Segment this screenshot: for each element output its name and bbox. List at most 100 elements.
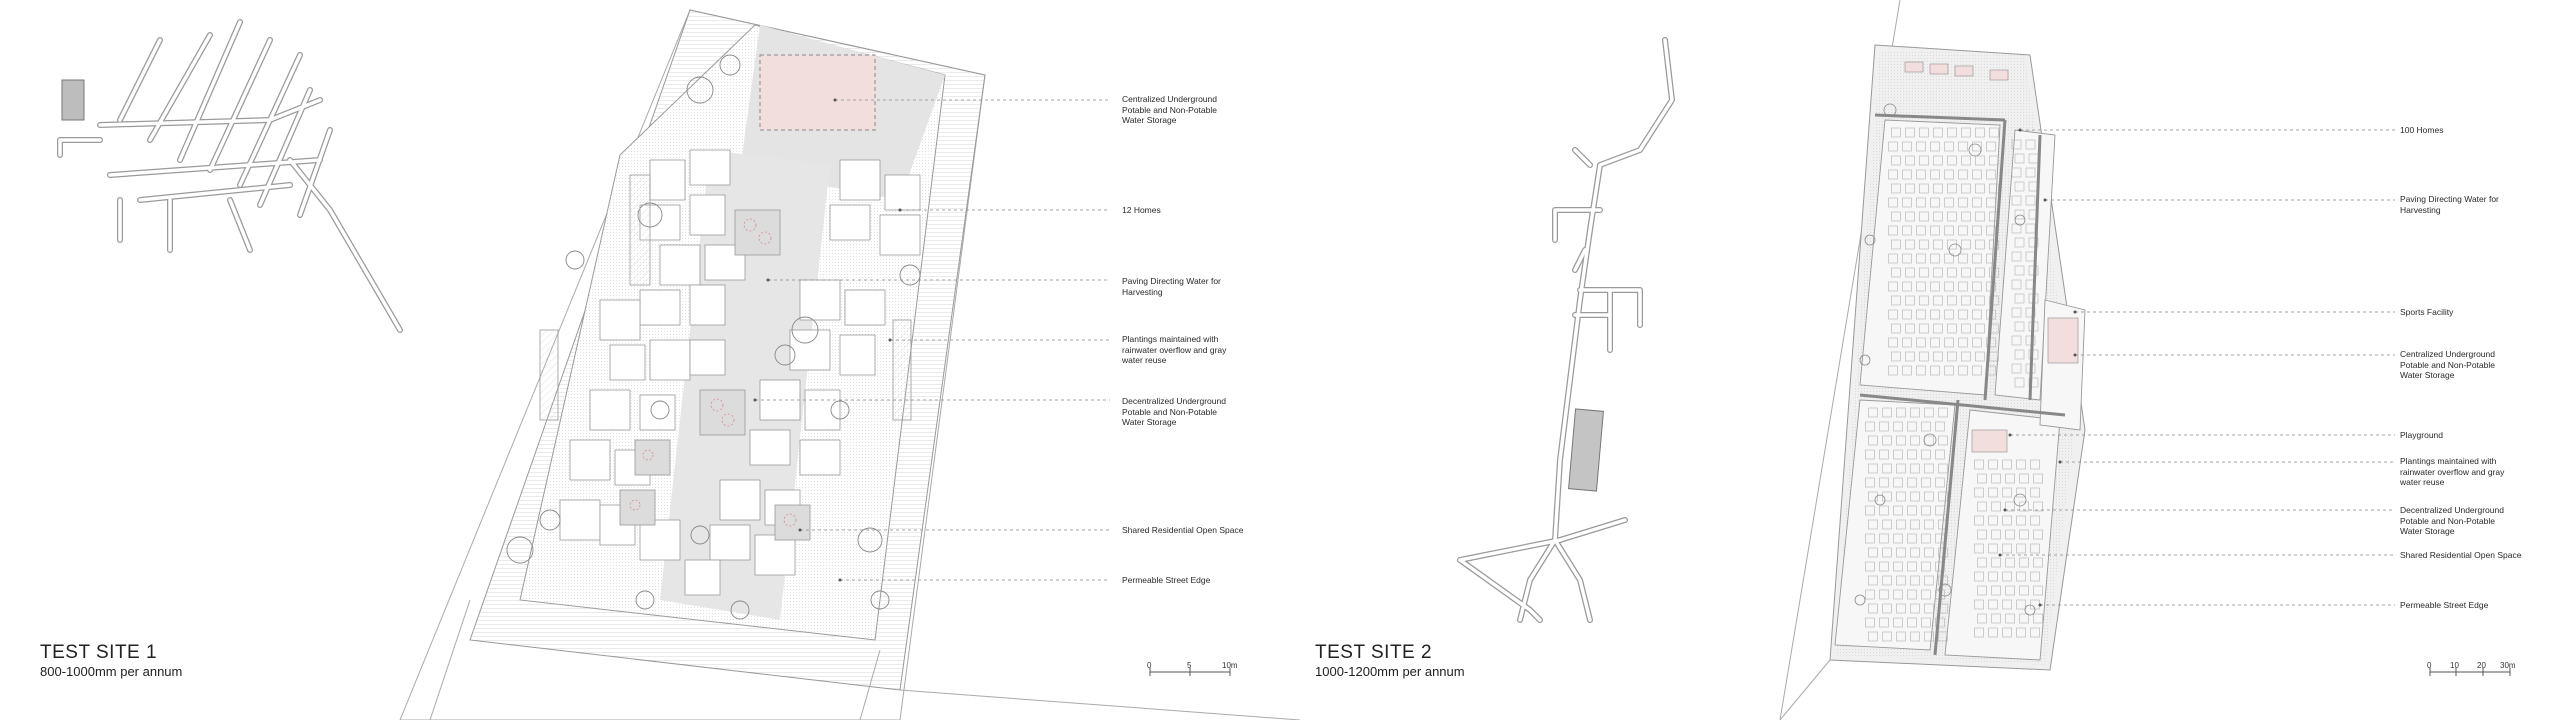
home-unit <box>2011 167 2022 178</box>
home-unit <box>1972 365 1982 376</box>
home-unit <box>1975 155 1985 166</box>
home-unit <box>2019 473 2029 484</box>
site1-leader-lines <box>755 99 1110 581</box>
site2-leader-lines <box>2000 129 2395 606</box>
home-unit <box>2025 167 2036 178</box>
site2-scale-30: 30m <box>2500 661 2516 670</box>
home-unit <box>1896 491 1906 502</box>
home-unit <box>1902 365 1912 376</box>
home-unit <box>1977 529 1987 540</box>
home-unit <box>1930 169 1940 180</box>
home-unit <box>1930 309 1940 320</box>
home-unit <box>1974 599 1984 610</box>
home-unit <box>1865 617 1875 628</box>
home-unit <box>1888 253 1898 264</box>
home-unit <box>1944 197 1954 208</box>
home-unit <box>1896 463 1906 474</box>
home-unit <box>1975 295 1985 306</box>
home-unit <box>2030 543 2040 554</box>
home-unit <box>1905 323 1915 334</box>
home-unit <box>1924 463 1934 474</box>
home-unit <box>1888 365 1898 376</box>
home-unit <box>2025 335 2036 346</box>
home-unit <box>1975 323 1985 334</box>
home-unit <box>1921 477 1931 488</box>
home-unit <box>2002 459 2012 470</box>
home-unit <box>1930 253 1940 264</box>
home-unit <box>1919 295 1929 306</box>
home-unit <box>1902 225 1912 236</box>
home-unit <box>1896 519 1906 530</box>
home-unit <box>1988 487 1998 498</box>
home-unit <box>2028 377 2039 388</box>
home-unit <box>1961 183 1971 194</box>
home-unit <box>2011 251 2022 262</box>
home-unit <box>1907 505 1917 516</box>
site1-label-open-space: Shared Residential Open Space <box>1122 525 1244 535</box>
home-unit <box>2025 139 2036 150</box>
home-unit <box>1933 351 1943 362</box>
home-unit <box>1975 351 1985 362</box>
home-unit <box>2005 529 2015 540</box>
home-unit <box>1947 267 1957 278</box>
home-unit <box>1896 547 1906 558</box>
home-unit <box>1975 183 1985 194</box>
site2-scale-10: 10 <box>2450 661 2459 670</box>
home-unit <box>1910 547 1920 558</box>
home-unit <box>1921 561 1931 572</box>
home-unit <box>1977 557 1987 568</box>
home-unit <box>2011 195 2022 206</box>
home-unit <box>1921 449 1931 460</box>
home-unit <box>1961 239 1971 250</box>
home-unit <box>1988 459 1998 470</box>
home-unit <box>1868 575 1878 586</box>
home-unit <box>1893 533 1903 544</box>
home-unit <box>1958 337 1968 348</box>
home-unit <box>2002 599 2012 610</box>
home-unit <box>1961 127 1971 138</box>
home-unit <box>1972 225 1982 236</box>
home-unit <box>1935 617 1945 628</box>
home-unit <box>1974 627 1984 638</box>
home-unit <box>2002 571 2012 582</box>
home-unit <box>1891 323 1901 334</box>
home-unit <box>1935 477 1945 488</box>
home-unit <box>2025 307 2036 318</box>
home-unit <box>1958 169 1968 180</box>
home-unit <box>1974 487 1984 498</box>
home-unit <box>1879 617 1889 628</box>
home-unit <box>2016 599 2026 610</box>
home-unit <box>1902 281 1912 292</box>
home-unit <box>1888 309 1898 320</box>
home-unit <box>2028 349 2039 360</box>
home-unit <box>1988 515 1998 526</box>
home-unit <box>1947 183 1957 194</box>
site1-scale-10: 10m <box>1222 661 1238 670</box>
home-unit <box>1905 239 1915 250</box>
home-unit <box>1891 127 1901 138</box>
home-unit <box>2014 265 2025 276</box>
home-unit <box>1986 141 1996 152</box>
site2-location-map <box>1457 37 1675 623</box>
home-unit <box>2014 237 2025 248</box>
site2-scale-20: 20 <box>2477 661 2486 670</box>
home-unit <box>1879 477 1889 488</box>
home-unit <box>1935 449 1945 460</box>
home-unit <box>1947 323 1957 334</box>
home-unit <box>1944 309 1954 320</box>
home-unit <box>1868 491 1878 502</box>
home-unit <box>1921 505 1931 516</box>
site1-central-storage <box>759 54 876 131</box>
home-unit <box>1896 407 1906 418</box>
home-unit <box>1896 435 1906 446</box>
home-unit <box>1938 463 1948 474</box>
home-unit <box>1916 281 1926 292</box>
home-unit <box>1919 127 1929 138</box>
home-unit <box>1891 211 1901 222</box>
home-unit <box>1891 295 1901 306</box>
home-unit <box>1972 337 1982 348</box>
home-unit <box>1888 141 1898 152</box>
home-unit <box>1891 155 1901 166</box>
home-unit <box>1919 351 1929 362</box>
site2-label-central-storage: Centralized Underground Potable and Non-… <box>2400 349 2495 380</box>
